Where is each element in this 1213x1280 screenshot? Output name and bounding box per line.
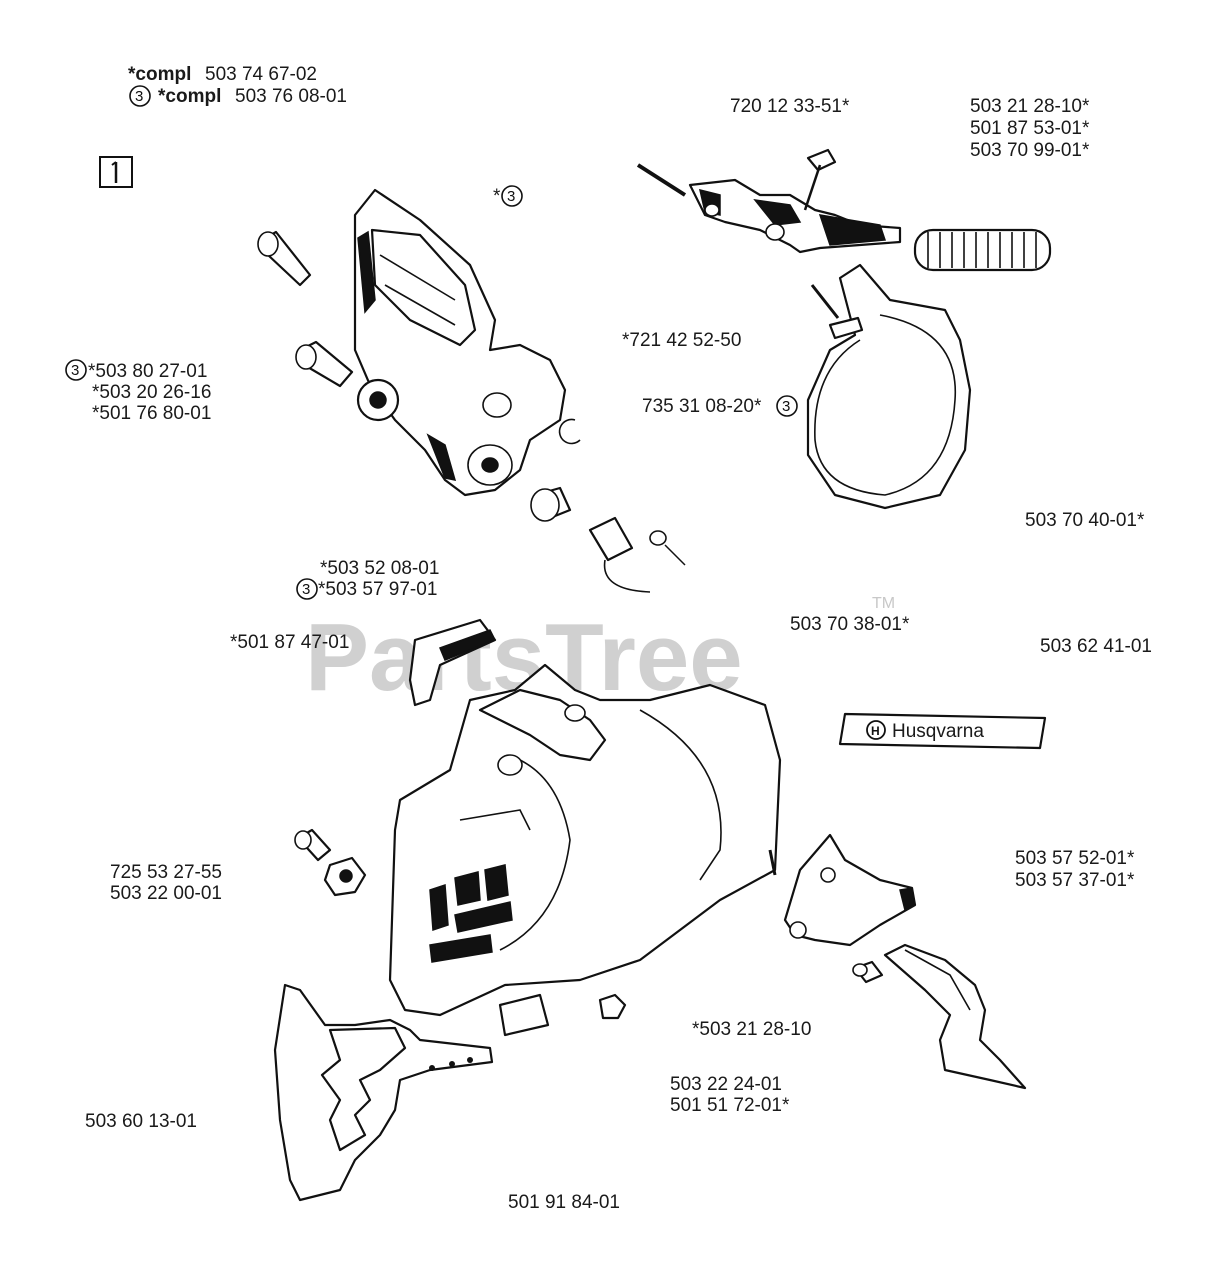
part-number-503703801[interactable]: 503 70 38-01* [790, 614, 910, 635]
part-number-501517201[interactable]: 501 51 72-01* [670, 1095, 790, 1116]
guard-screw-part[interactable] [852, 960, 884, 984]
ref-star-3[interactable]: * 3 [493, 185, 523, 207]
chain-catcher-part[interactable] [883, 943, 1027, 1090]
reference-circle-icon [501, 185, 523, 207]
watermark-trademark: TM [872, 595, 895, 612]
compl-line-2[interactable]: 3 *compl 503 76 08-01 [129, 85, 347, 107]
guide-plate-part[interactable] [408, 618, 497, 707]
part-number-735310820: 735 31 08-20* [642, 396, 762, 417]
callout-503802701[interactable]: 3 *503 80 27-01 [65, 359, 207, 382]
part-number-503601301[interactable]: 503 60 13-01 [85, 1111, 197, 1132]
circlip-part[interactable] [558, 418, 581, 445]
brake-band-part[interactable] [806, 263, 972, 510]
reference-circle-number: 3 [507, 188, 515, 205]
bushing-part[interactable] [356, 378, 400, 422]
callout-735310820[interactable]: 735 31 08-20* 3 [642, 395, 798, 417]
compl-prefix: *compl [128, 64, 191, 85]
cover-nut-part[interactable] [323, 856, 367, 897]
reference-circle-number: 3 [782, 398, 790, 415]
brand-label: Husqvarna [892, 721, 984, 742]
part-number-501918401[interactable]: 501 91 84-01 [508, 1192, 620, 1213]
part-number-720123351[interactable]: 720 12 33-51* [730, 96, 850, 117]
clutch-cover-part[interactable] [388, 663, 782, 1017]
part-number-503202616[interactable]: *503 20 26-16 [92, 382, 211, 403]
part-number-503520801[interactable]: *503 52 08-01 [320, 558, 439, 579]
part-number-503212810[interactable]: 503 21 28-10* [970, 96, 1090, 117]
part-number-721425250[interactable]: *721 42 52-50 [622, 330, 741, 351]
hand-guard-part[interactable] [353, 188, 567, 497]
callout-503579701[interactable]: 3 *503 57 97-01 [296, 578, 437, 600]
slider-pad-part[interactable] [498, 993, 550, 1037]
part-number-503573701[interactable]: 503 57 37-01* [1015, 870, 1135, 891]
spacer-sleeve-part[interactable] [530, 486, 572, 522]
husqvarna-decal: H Husqvarna [838, 712, 1047, 750]
cover-screw-part[interactable] [294, 828, 332, 862]
small-nut-part[interactable] [598, 993, 627, 1020]
part-number-503575201[interactable]: 503 57 52-01* [1015, 848, 1135, 869]
reference-circle-icon [129, 85, 151, 107]
compl-prefix: *compl [158, 86, 221, 107]
husqvarna-logo-icon [866, 720, 886, 740]
part-number-503624101[interactable]: 503 62 41-01 [1040, 636, 1152, 657]
part-number-503704001[interactable]: 503 70 40-01* [1025, 510, 1145, 531]
part-number-503222401[interactable]: 503 22 24-01 [670, 1074, 782, 1095]
part-number-503709901[interactable]: 503 70 99-01* [970, 140, 1090, 161]
reference-circle-number: 3 [135, 88, 143, 105]
compl-number: 503 74 67-02 [205, 64, 317, 85]
part-number-501875301[interactable]: 501 87 53-01* [970, 118, 1090, 139]
part-number-503579701: *503 57 97-01 [318, 579, 437, 600]
part-number-725532755[interactable]: 725 53 27-55 [110, 862, 222, 883]
wrench-info-icon [99, 156, 133, 188]
part-number-503220001[interactable]: 503 22 00-01 [110, 883, 222, 904]
shoulder-screw-part[interactable] [295, 340, 354, 388]
brake-lever-part[interactable] [636, 148, 902, 254]
pivot-bolt-part[interactable] [257, 230, 312, 287]
part-number-501768001[interactable]: *501 76 80-01 [92, 403, 211, 424]
brake-spring-part[interactable] [913, 228, 1052, 272]
svg-text:H: H [871, 724, 880, 738]
compl-line-1[interactable]: *compl 503 74 67-02 [128, 64, 317, 85]
part-number-503802701: *503 80 27-01 [88, 361, 207, 382]
bumper-spike-part[interactable] [273, 983, 494, 1202]
compl-number: 503 76 08-01 [235, 86, 347, 107]
reference-circle-icon [776, 395, 798, 417]
reference-circle-icon [65, 359, 87, 381]
reference-circle-icon [296, 578, 318, 600]
ref-star: * [493, 186, 501, 207]
part-number-501874701[interactable]: *501 87 47-01 [230, 632, 349, 653]
part-number-503212810b[interactable]: *503 21 28-10 [692, 1019, 811, 1040]
bar-guide-plate-part[interactable] [783, 833, 917, 947]
torsion-spring-part[interactable] [588, 516, 686, 593]
reference-circle-number: 3 [302, 581, 310, 598]
reference-circle-number: 3 [71, 362, 79, 379]
